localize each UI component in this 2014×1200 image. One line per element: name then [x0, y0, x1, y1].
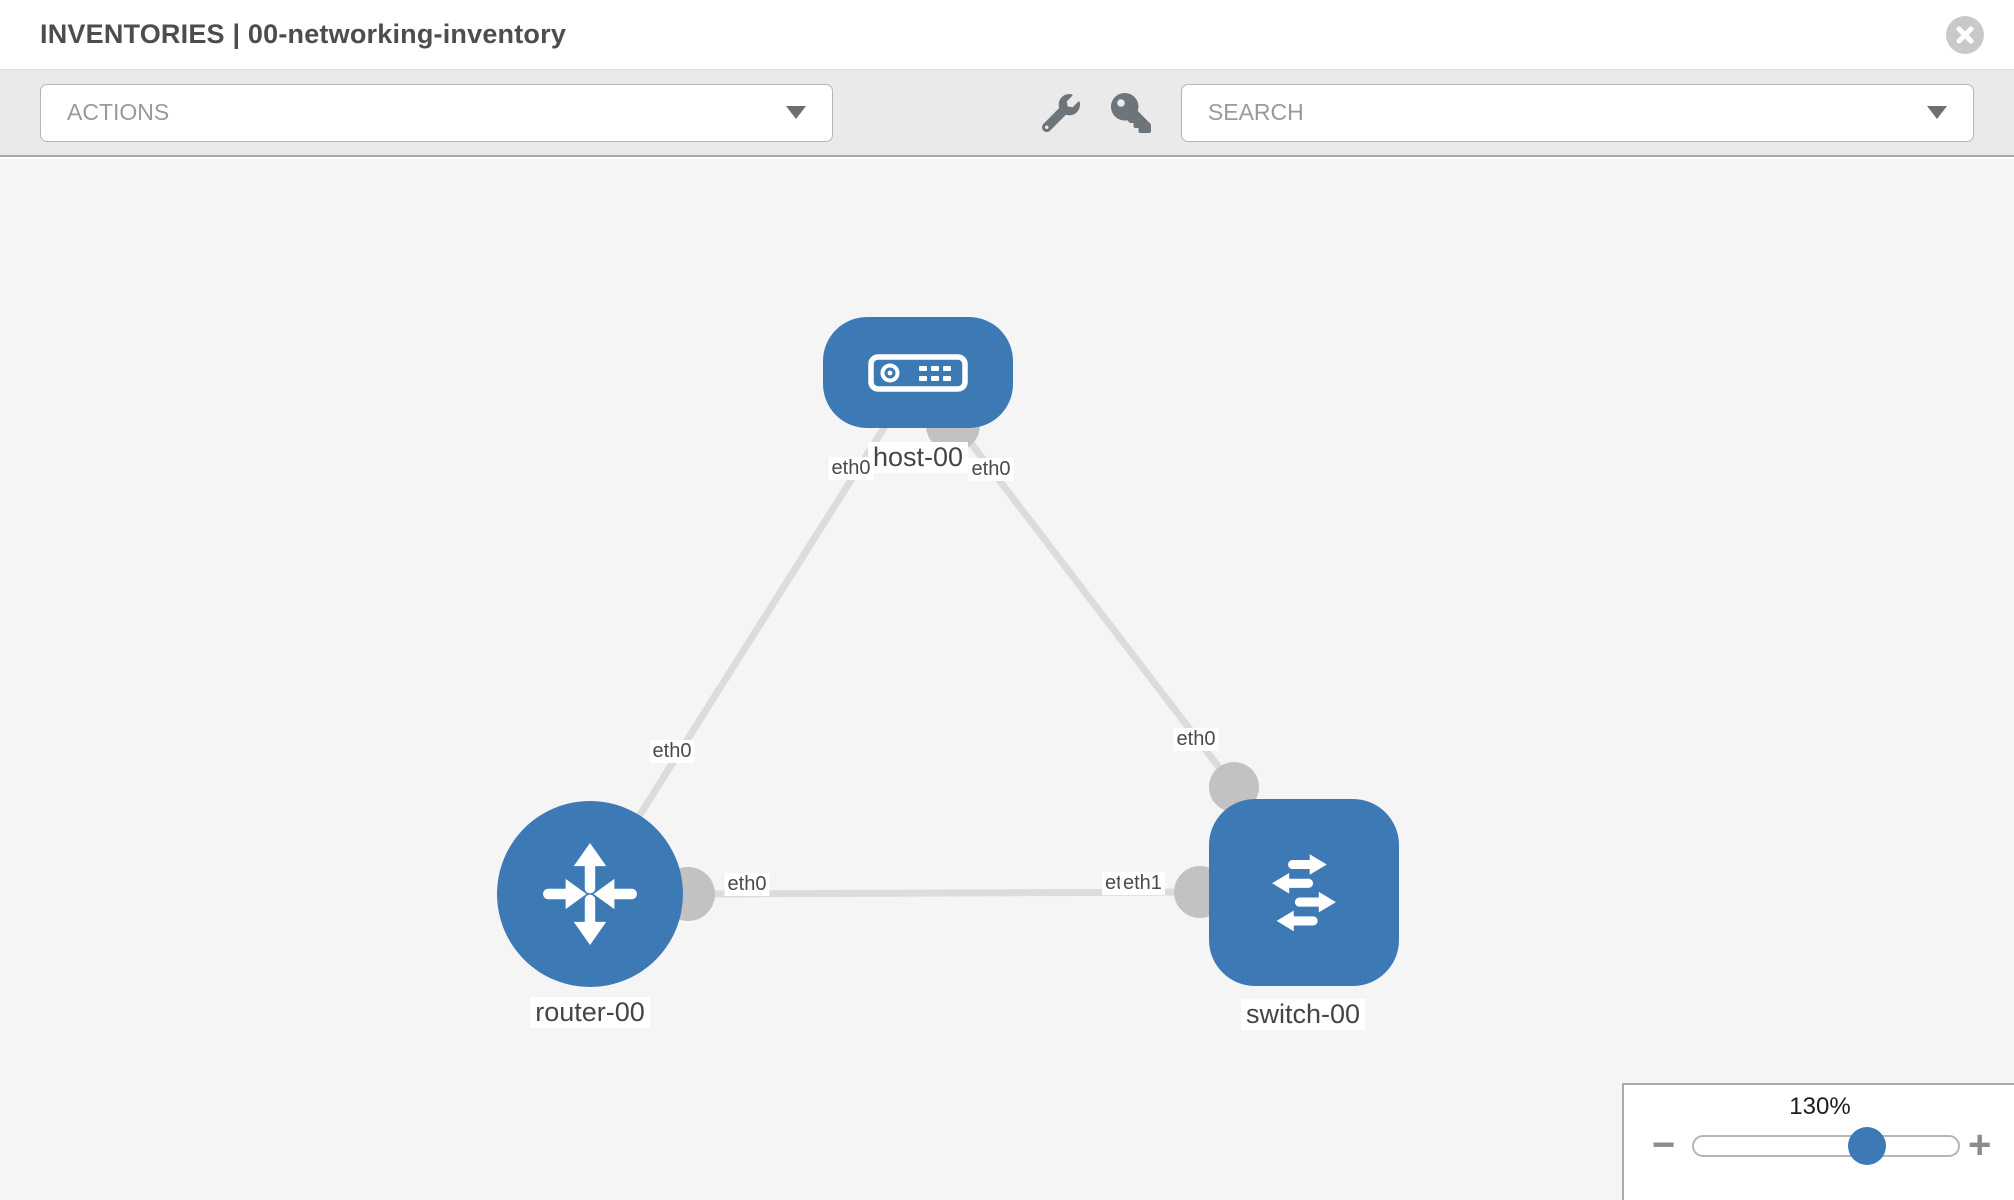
iface-label-switch-left-eth1: eth1: [1120, 872, 1165, 895]
zoom-panel: 130% − +: [1622, 1083, 2014, 1200]
switch-icon: [1272, 853, 1336, 931]
zoom-in-button[interactable]: +: [1968, 1123, 1992, 1167]
zoom-slider[interactable]: [1692, 1127, 1960, 1165]
router-icon: [543, 842, 637, 946]
toolbar: ACTIONS SEARCH: [0, 70, 2014, 157]
topology-canvas[interactable]: host-00 router-00 switch-00 eth0 eth0 et…: [0, 159, 2014, 1200]
node-label-host: host-00: [867, 442, 969, 473]
tools-button[interactable]: [1039, 91, 1083, 135]
topology-links-layer: [587, 371, 1259, 921]
node-host[interactable]: [823, 317, 1013, 428]
host-icon: [868, 353, 968, 392]
node-label-router: router-00: [530, 997, 650, 1028]
iface-label-router-top: eth0: [649, 740, 695, 763]
key-icon: [1110, 92, 1151, 133]
page-title: INVENTORIES | 00-networking-inventory: [40, 19, 567, 49]
node-label-switch: switch-00: [1240, 999, 1366, 1030]
zoom-out-button[interactable]: −: [1652, 1123, 1676, 1167]
actions-select[interactable]: ACTIONS: [40, 83, 834, 142]
iface-label-host-right: eth0: [968, 458, 1014, 481]
credentials-button[interactable]: [1109, 91, 1153, 135]
chevron-down-icon: [786, 106, 807, 119]
iface-label-host-left: eth0: [828, 457, 874, 480]
iface-label-switch-top: eth0: [1173, 728, 1219, 751]
zoom-level-label: 130%: [1789, 1093, 1851, 1120]
iface-label-router-right: eth0: [724, 873, 770, 896]
chevron-down-icon: [1927, 106, 1947, 119]
close-button[interactable]: [1946, 16, 1984, 54]
zoom-slider-thumb[interactable]: [1848, 1127, 1886, 1165]
node-router[interactable]: [497, 801, 683, 987]
close-icon: [1956, 26, 1974, 44]
search-select-label: SEARCH: [1207, 99, 1304, 125]
header: INVENTORIES | 00-networking-inventory: [0, 0, 2014, 70]
search-select[interactable]: SEARCH: [1180, 83, 1974, 142]
actions-select-label: ACTIONS: [67, 99, 170, 125]
node-switch[interactable]: [1209, 799, 1399, 986]
wrench-icon: [1042, 93, 1081, 132]
